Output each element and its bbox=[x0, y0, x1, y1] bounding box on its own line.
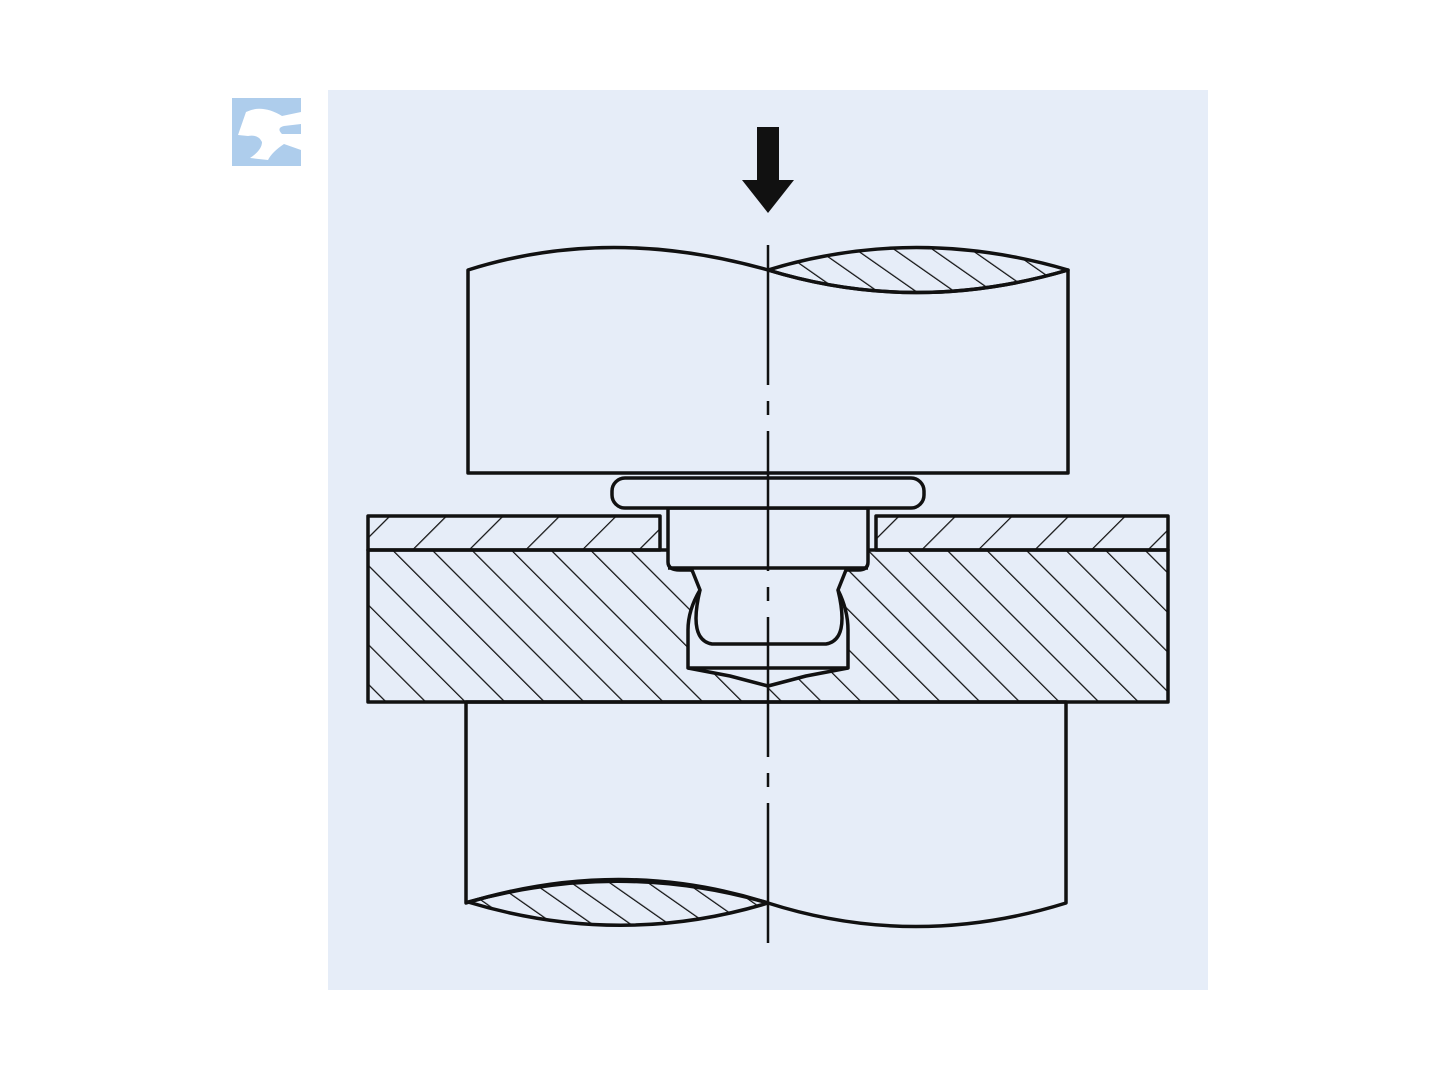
wrench-icon bbox=[232, 98, 301, 166]
arrow-down-icon bbox=[742, 127, 794, 213]
lower-die bbox=[464, 700, 1068, 929]
sheet-metal bbox=[366, 514, 1170, 552]
